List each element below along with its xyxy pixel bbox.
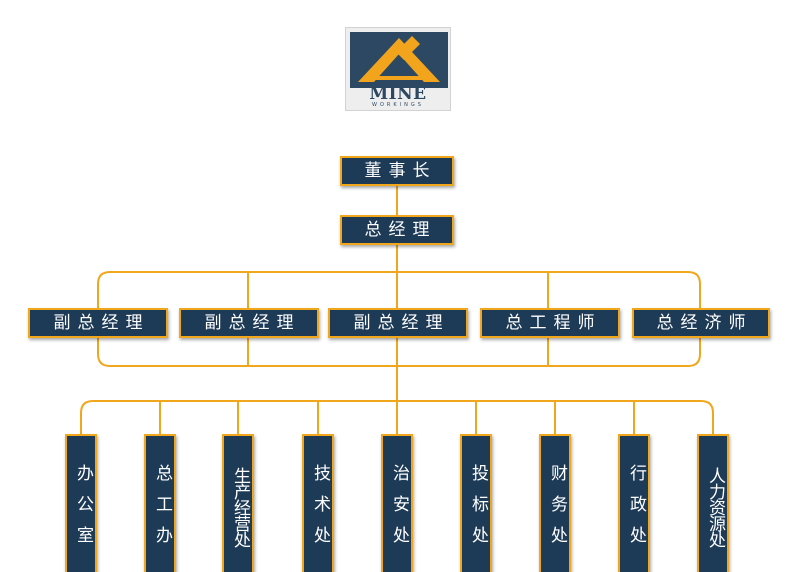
node-department: 总工办 — [144, 434, 176, 572]
line-to-departments — [80, 365, 714, 437]
node-executive: 副总经理 — [28, 308, 168, 338]
mine-logo-icon — [350, 32, 448, 88]
node-department: 治安处 — [381, 434, 413, 572]
node-department: 投标处 — [460, 434, 492, 572]
node-department: 技术处 — [302, 434, 334, 572]
node-executive: 总工程师 — [480, 308, 620, 338]
company-logo: MINE WORKINGS — [345, 27, 451, 111]
node-executive: 副总经理 — [328, 308, 468, 338]
node-executive: 总经济师 — [632, 308, 770, 338]
node-department: 办公室 — [65, 434, 97, 572]
node-department: 财务处 — [539, 434, 571, 572]
line-executives-bottom — [97, 335, 701, 367]
node-department: 生产经营处 — [222, 434, 254, 572]
node-department: 人力资源处 — [697, 434, 729, 572]
node-department: 行政处 — [618, 434, 650, 572]
logo-subtitle: WORKINGS — [372, 102, 424, 108]
node-general-manager: 总经理 — [340, 215, 454, 245]
logo-wordmark: MINE — [369, 84, 427, 104]
node-executive: 副总经理 — [179, 308, 319, 338]
node-chairman: 董事长 — [340, 156, 454, 186]
line-gm-executives — [97, 244, 701, 309]
